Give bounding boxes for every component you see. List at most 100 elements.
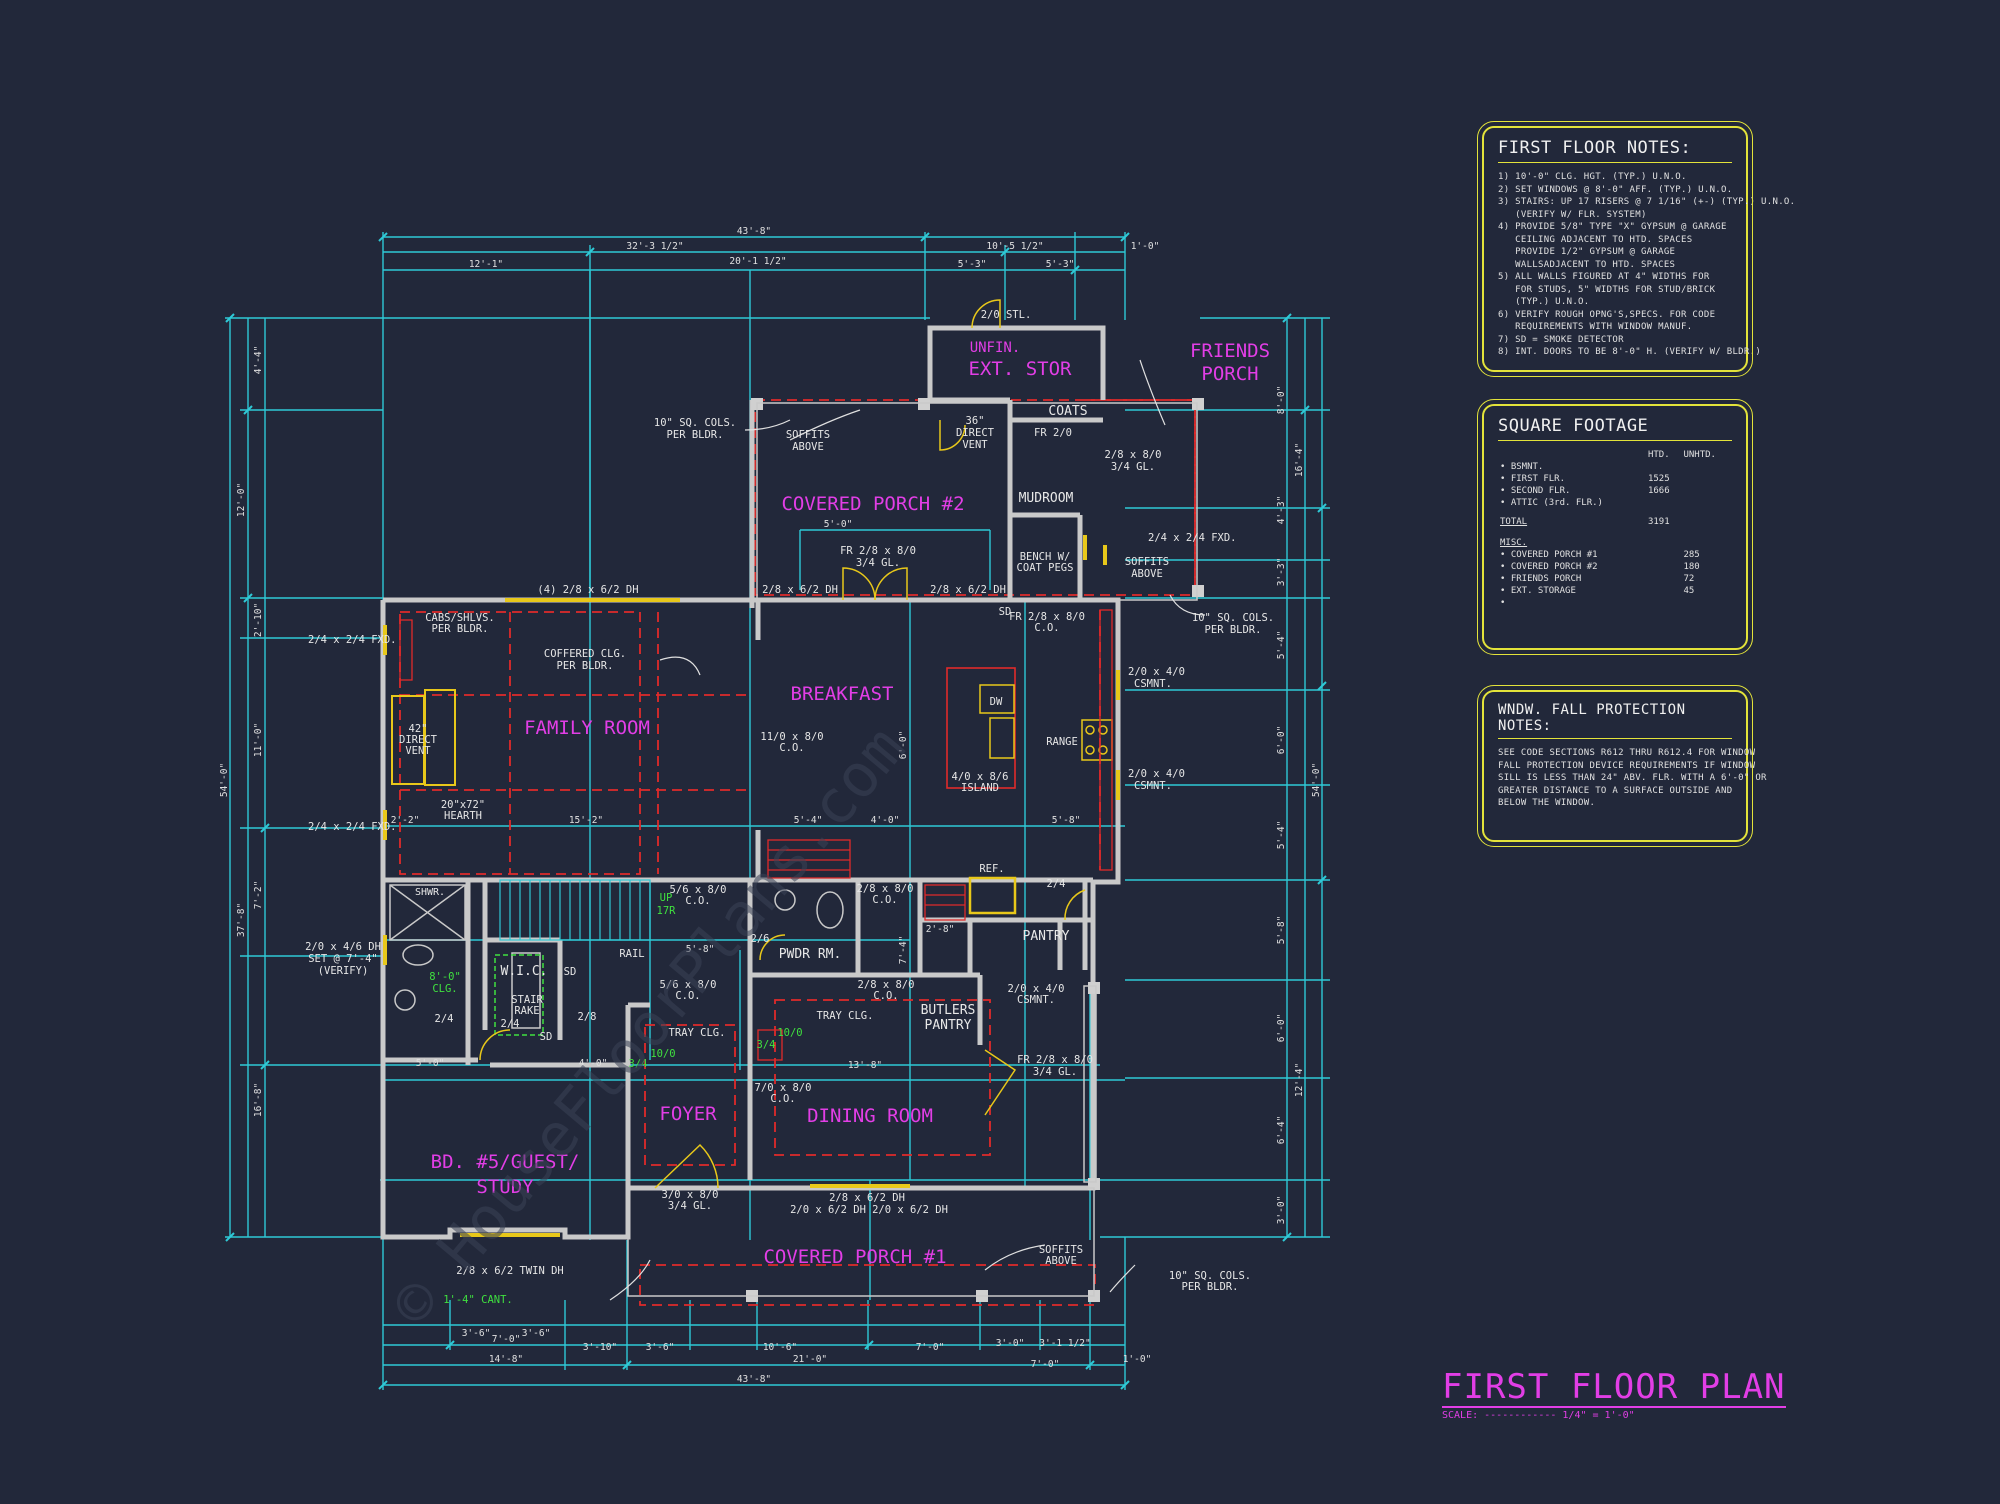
sf-misc-row: • xyxy=(1498,597,1732,609)
note-island: ISLAND xyxy=(961,782,999,794)
square-footage-table: HTD. UNHTD. • BSMNT.• FIRST FLR.1525• SE… xyxy=(1498,449,1732,609)
note-17r: 17R xyxy=(657,905,677,917)
dim-bot-k: 3'-0" xyxy=(996,1338,1025,1349)
note-front-door: 3/0 x 8/0 xyxy=(662,1189,719,1201)
room-label-butlers-pantry: PANTRY xyxy=(925,1018,972,1033)
sf-rows: • BSMNT.• FIRST FLR.1525• SECOND FLR.166… xyxy=(1498,461,1732,509)
note-cabs-bldr: PER BLDR. xyxy=(432,623,489,635)
first-floor-note-item: 5) ALL WALLS FIGURED AT 4" WIDTHS FOR xyxy=(1498,272,1710,282)
note-3-4-a: 3/4 xyxy=(629,1058,648,1070)
dim-bot-h: 3'-6" xyxy=(646,1342,675,1353)
window-fall-note-item: SEE CODE SECTIONS R612 THRU R612.4 FOR W… xyxy=(1498,748,1756,758)
fireplace xyxy=(391,689,456,786)
window-fall-notes-title: WNDW. FALL PROTECTION NOTES: xyxy=(1498,702,1732,739)
note-vent: VENT xyxy=(962,439,988,451)
sf-col-htd: HTD. xyxy=(1647,450,1670,460)
kitchen-island xyxy=(946,667,1016,789)
note-soffits: SOFFITS xyxy=(786,429,830,441)
note-dh-left: 2/8 x 6/2 DH xyxy=(762,584,838,596)
dim-top-d: 12'-1" xyxy=(469,259,503,270)
dimension-text: 43'-8" 32'-3 1/2" 10'-5 1/2" 1'-0" 12'-1… xyxy=(462,226,1160,1385)
dim-right-d: 3'-3" xyxy=(1276,558,1287,587)
sf-cell-htd: 1666 xyxy=(1647,486,1670,496)
note-above: ABOVE xyxy=(792,441,824,453)
note-butler-csmnt-2: CSMNT. xyxy=(1017,994,1055,1006)
note-csmnt-1: 2/0 x 4/0 xyxy=(1128,666,1185,678)
note-per-bldr-3: PER BLDR. xyxy=(1182,1281,1239,1293)
room-label-pantry: PANTRY xyxy=(1023,929,1070,944)
note-co-mud-2: C.O. xyxy=(1034,622,1059,634)
note-10-0-a: 10/0 xyxy=(650,1048,675,1060)
green-labels: UP 17R 8'-0" CLG. 10/0 3/4 10/0 3/4 1'-4… xyxy=(429,892,802,1306)
note-range: RANGE xyxy=(1046,736,1078,748)
square-footage-panel: SQUARE FOOTAGE HTD. UNHTD. • BSMNT.• FIR… xyxy=(1477,399,1753,655)
dim-right-f: 6'-0" xyxy=(1276,726,1287,755)
door-swings xyxy=(479,299,1086,1189)
sf-cell-htd: 1525 xyxy=(1647,474,1670,484)
first-floor-note-item: 6) VERIFY ROUGH OPNG'S,SPECS. FOR CODE xyxy=(1498,309,1716,320)
note-stl: 2/0 STL. xyxy=(981,309,1032,321)
dim-right-l: 12'-4" xyxy=(1294,1063,1305,1097)
sf-cell-label: • BSMNT. xyxy=(1500,462,1544,472)
dimension-text-interior: 5'-0" 4'-0" 2'-2" 15'-2" 5'-4" 4'-0" 5'-… xyxy=(391,519,1081,1071)
room-label-coats: COATS xyxy=(1048,404,1087,419)
sf-row: • SECOND FLR.1666 xyxy=(1498,485,1732,497)
note-up: UP xyxy=(660,892,673,904)
title-block: FIRST FLOOR PLAN SCALE: ------------ 1/4… xyxy=(1442,1368,1786,1421)
note-2-4-b: 2/4 xyxy=(501,1018,520,1030)
note-sq-cols: 10" SQ. COLS. xyxy=(654,417,736,429)
sf-misc-value: 180 xyxy=(1683,562,1700,572)
note-co-mud: FR 2/8 x 8/0 xyxy=(1009,611,1085,623)
note-csmnt-2: 2/0 x 4/0 xyxy=(1128,768,1185,780)
note-36in: 36" xyxy=(966,415,985,427)
dim-bot-j: 7'-0" xyxy=(916,1342,945,1353)
sf-cell-label: • ATTIC (3rd. FLR.) xyxy=(1500,498,1603,508)
note-front-dh-2: 2/0 x 6/2 DH xyxy=(790,1204,866,1216)
room-label-ext-stor: EXT. STOR xyxy=(969,358,1073,380)
first-floor-note-item: REQUIREMENTS WITH WINDOW MANUF. xyxy=(1498,322,1693,332)
cabinet-hatch xyxy=(399,609,1113,1061)
dim-bot-m: 1'-0" xyxy=(1123,1354,1152,1365)
sf-cell-htd xyxy=(1646,497,1682,509)
sf-misc-label: • EXT. STORAGE xyxy=(1500,586,1576,596)
room-label-foyer: FOYER xyxy=(659,1103,717,1125)
note-stair-co-2: C.O. xyxy=(685,895,710,907)
dim-top-c: 1'-0" xyxy=(1131,241,1160,252)
dim-left-f: 7'-2" xyxy=(253,881,264,910)
dim-bot-c: 7'-0" xyxy=(492,1334,521,1345)
dim-bot-d: 3'-6" xyxy=(462,1328,491,1339)
first-floor-note-item: 4) PROVIDE 5/8" TYPE "X" GYPSUM @ GARAGE xyxy=(1498,222,1727,232)
note-dh-left-side: 2/0 x 4/6 DH xyxy=(305,941,381,953)
sf-total-row: TOTAL 3191 xyxy=(1498,509,1732,528)
note-42in: 42" xyxy=(409,723,428,735)
note-direct: DIRECT xyxy=(956,427,995,439)
note-dining-fr-gl: 3/4 GL. xyxy=(1033,1066,1077,1078)
dim-int-f: 4'-0" xyxy=(871,815,900,826)
sf-misc-label: • xyxy=(1500,598,1506,608)
note-fxd-left-bot: 2/4 x 2/4 FXD. xyxy=(308,821,397,833)
dim-int-a: 5'-0" xyxy=(416,1058,445,1069)
room-label-study: STUDY xyxy=(476,1176,534,1198)
note-2-6: 2/6 xyxy=(751,933,770,945)
first-floor-note-item: 3) STAIRS: UP 17 RISERS @ 7 1/16" (+-) (… xyxy=(1498,197,1796,207)
sf-total-label: TOTAL xyxy=(1500,517,1528,527)
dimension-lines xyxy=(225,232,1330,1390)
sf-misc-row: • COVERED PORCH #2 180 xyxy=(1498,561,1732,573)
dim-int-k: 5'-0" xyxy=(824,519,853,530)
dim-right-a: 8'-0" xyxy=(1276,386,1287,415)
dim-left-g: 16'-8" xyxy=(253,1083,264,1117)
note-2-8-x-8-0-mud: 2/8 x 8/0 xyxy=(1105,449,1162,461)
dim-top-f: 5'-3" xyxy=(958,259,987,270)
room-label-breakfast: BREAKFAST xyxy=(791,683,894,705)
dim-bot-f: 3'-6" xyxy=(522,1328,551,1339)
note-coffered: COFFERED CLG. xyxy=(544,648,626,660)
sf-misc-label: MISC. xyxy=(1500,538,1528,548)
note-tray-clg-foyer: TRAY CLG. xyxy=(669,1027,726,1039)
dim-left-e: 11'-0" xyxy=(253,723,264,757)
sf-misc-label: • COVERED PORCH #2 xyxy=(1500,562,1598,572)
dim-left-d: 2'-10" xyxy=(253,603,264,637)
sf-misc-value: 285 xyxy=(1683,550,1700,560)
dim-bot-overall: 43'-8" xyxy=(737,1374,771,1385)
